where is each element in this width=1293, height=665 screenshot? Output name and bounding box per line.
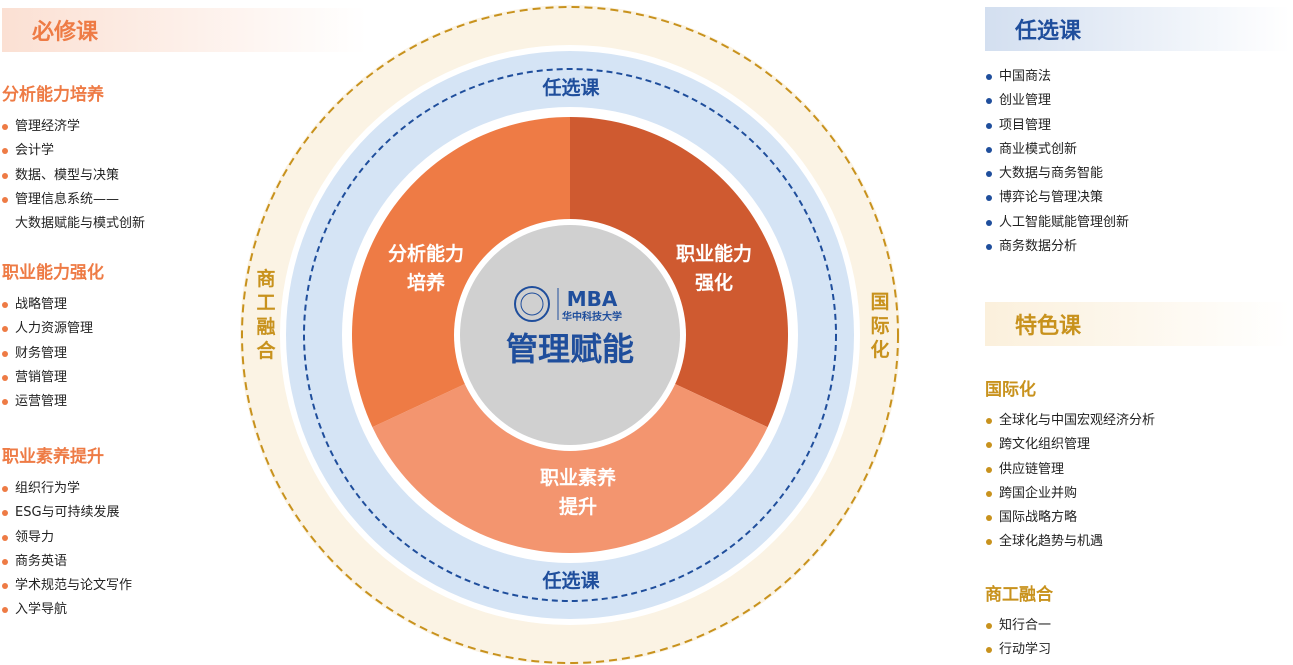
featured-header: 特色课 (985, 302, 1290, 346)
course-item: 行动学习 (985, 638, 1051, 662)
course-item: 人力资源管理 (1, 317, 93, 341)
required-group-title: 分析能力培养 (2, 85, 104, 105)
course-item: 会计学 (1, 139, 145, 163)
outer-right-label: 际 (870, 315, 889, 337)
seg-left-l2: 培养 (407, 271, 445, 294)
course-item: 知行合一 (985, 614, 1051, 638)
featured-group-list: 全球化与中国宏观经济分析跨文化组织管理供应链管理跨国企业并购国际战略方略全球化趋… (985, 409, 1155, 555)
course-item: 商务英语 (1, 550, 132, 574)
university-seal-icon (514, 286, 550, 322)
course-item: 管理经济学 (1, 115, 145, 139)
logo-university: 华中科技大学 (562, 310, 622, 323)
course-item: 营销管理 (1, 366, 93, 390)
outer-left-label: 融 (256, 316, 275, 338)
course-item: 商业模式创新 (985, 138, 1129, 162)
course-item: 中国商法 (985, 65, 1129, 89)
ring-top-label: 任选课 (541, 76, 600, 99)
course-item: 跨国企业并购 (985, 482, 1155, 506)
seg-right-l1: 职业能力 (676, 242, 752, 265)
course-item: 运营管理 (1, 390, 93, 414)
course-item: ESG与可持续发展 (1, 501, 132, 525)
center-circle (460, 225, 680, 445)
required-group-list: 管理经济学会计学数据、模型与决策管理信息系统—— 大数据赋能与模式创新 (1, 115, 145, 236)
course-item: 创业管理 (985, 89, 1129, 113)
course-item: 跨文化组织管理 (985, 433, 1155, 457)
seg-bottom-l2: 提升 (559, 495, 597, 518)
course-item: 人工智能赋能管理创新 (985, 211, 1129, 235)
outer-dashed-border (241, 6, 899, 664)
required-header: 必修课 (2, 8, 367, 52)
logo-mba: MBA (567, 287, 618, 311)
course-item: 战略管理 (1, 293, 93, 317)
course-item: 国际战略方略 (985, 506, 1155, 530)
featured-group-list: 知行合一行动学习 (985, 614, 1051, 663)
course-item: 全球化趋势与机遇 (985, 530, 1155, 554)
outer-left-label: 合 (256, 339, 276, 362)
course-item: 财务管理 (1, 342, 93, 366)
course-item: 领导力 (1, 526, 132, 550)
outer-left-label: 商 (256, 267, 275, 290)
outer-left-label: 工 (256, 292, 275, 314)
required-group-title: 职业素养提升 (2, 447, 104, 467)
seg-bottom-l1: 职业素养 (540, 466, 616, 489)
course-item: 组织行为学 (1, 477, 132, 501)
course-item: 博弈论与管理决策 (985, 186, 1129, 210)
course-item: 供应链管理 (985, 458, 1155, 482)
course-item: 全球化与中国宏观经济分析 (985, 409, 1155, 433)
seg-left-l1: 分析能力 (388, 242, 464, 265)
required-group-list: 战略管理人力资源管理财务管理营销管理运营管理 (1, 293, 93, 414)
center-title: 管理赋能 (506, 330, 634, 368)
elective-list: 中国商法创业管理项目管理商业模式创新大数据与商务智能博弈论与管理决策人工智能赋能… (985, 65, 1129, 259)
outer-right-label: 化 (870, 338, 889, 361)
course-item: 入学导航 (1, 598, 132, 622)
course-item: 大数据赋能与模式创新 (15, 216, 146, 232)
ring-bottom-label: 任选课 (541, 569, 600, 592)
course-item: 项目管理 (985, 114, 1129, 138)
featured-group-title: 商工融合 (985, 585, 1053, 605)
course-item: 管理信息系统—— (1, 188, 145, 212)
required-group-title: 职业能力强化 (2, 263, 104, 283)
course-item: 学术规范与论文写作 (1, 574, 132, 598)
course-item: 商务数据分析 (985, 235, 1129, 259)
elective-header: 任选课 (985, 7, 1290, 51)
seg-right-l2: 强化 (695, 271, 733, 294)
outer-right-label: 国 (870, 291, 889, 313)
elective-dashed-border (303, 68, 837, 602)
course-item: 数据、模型与决策 (1, 164, 145, 188)
featured-group-title: 国际化 (985, 380, 1036, 400)
course-item: 大数据与商务智能 (985, 162, 1129, 186)
